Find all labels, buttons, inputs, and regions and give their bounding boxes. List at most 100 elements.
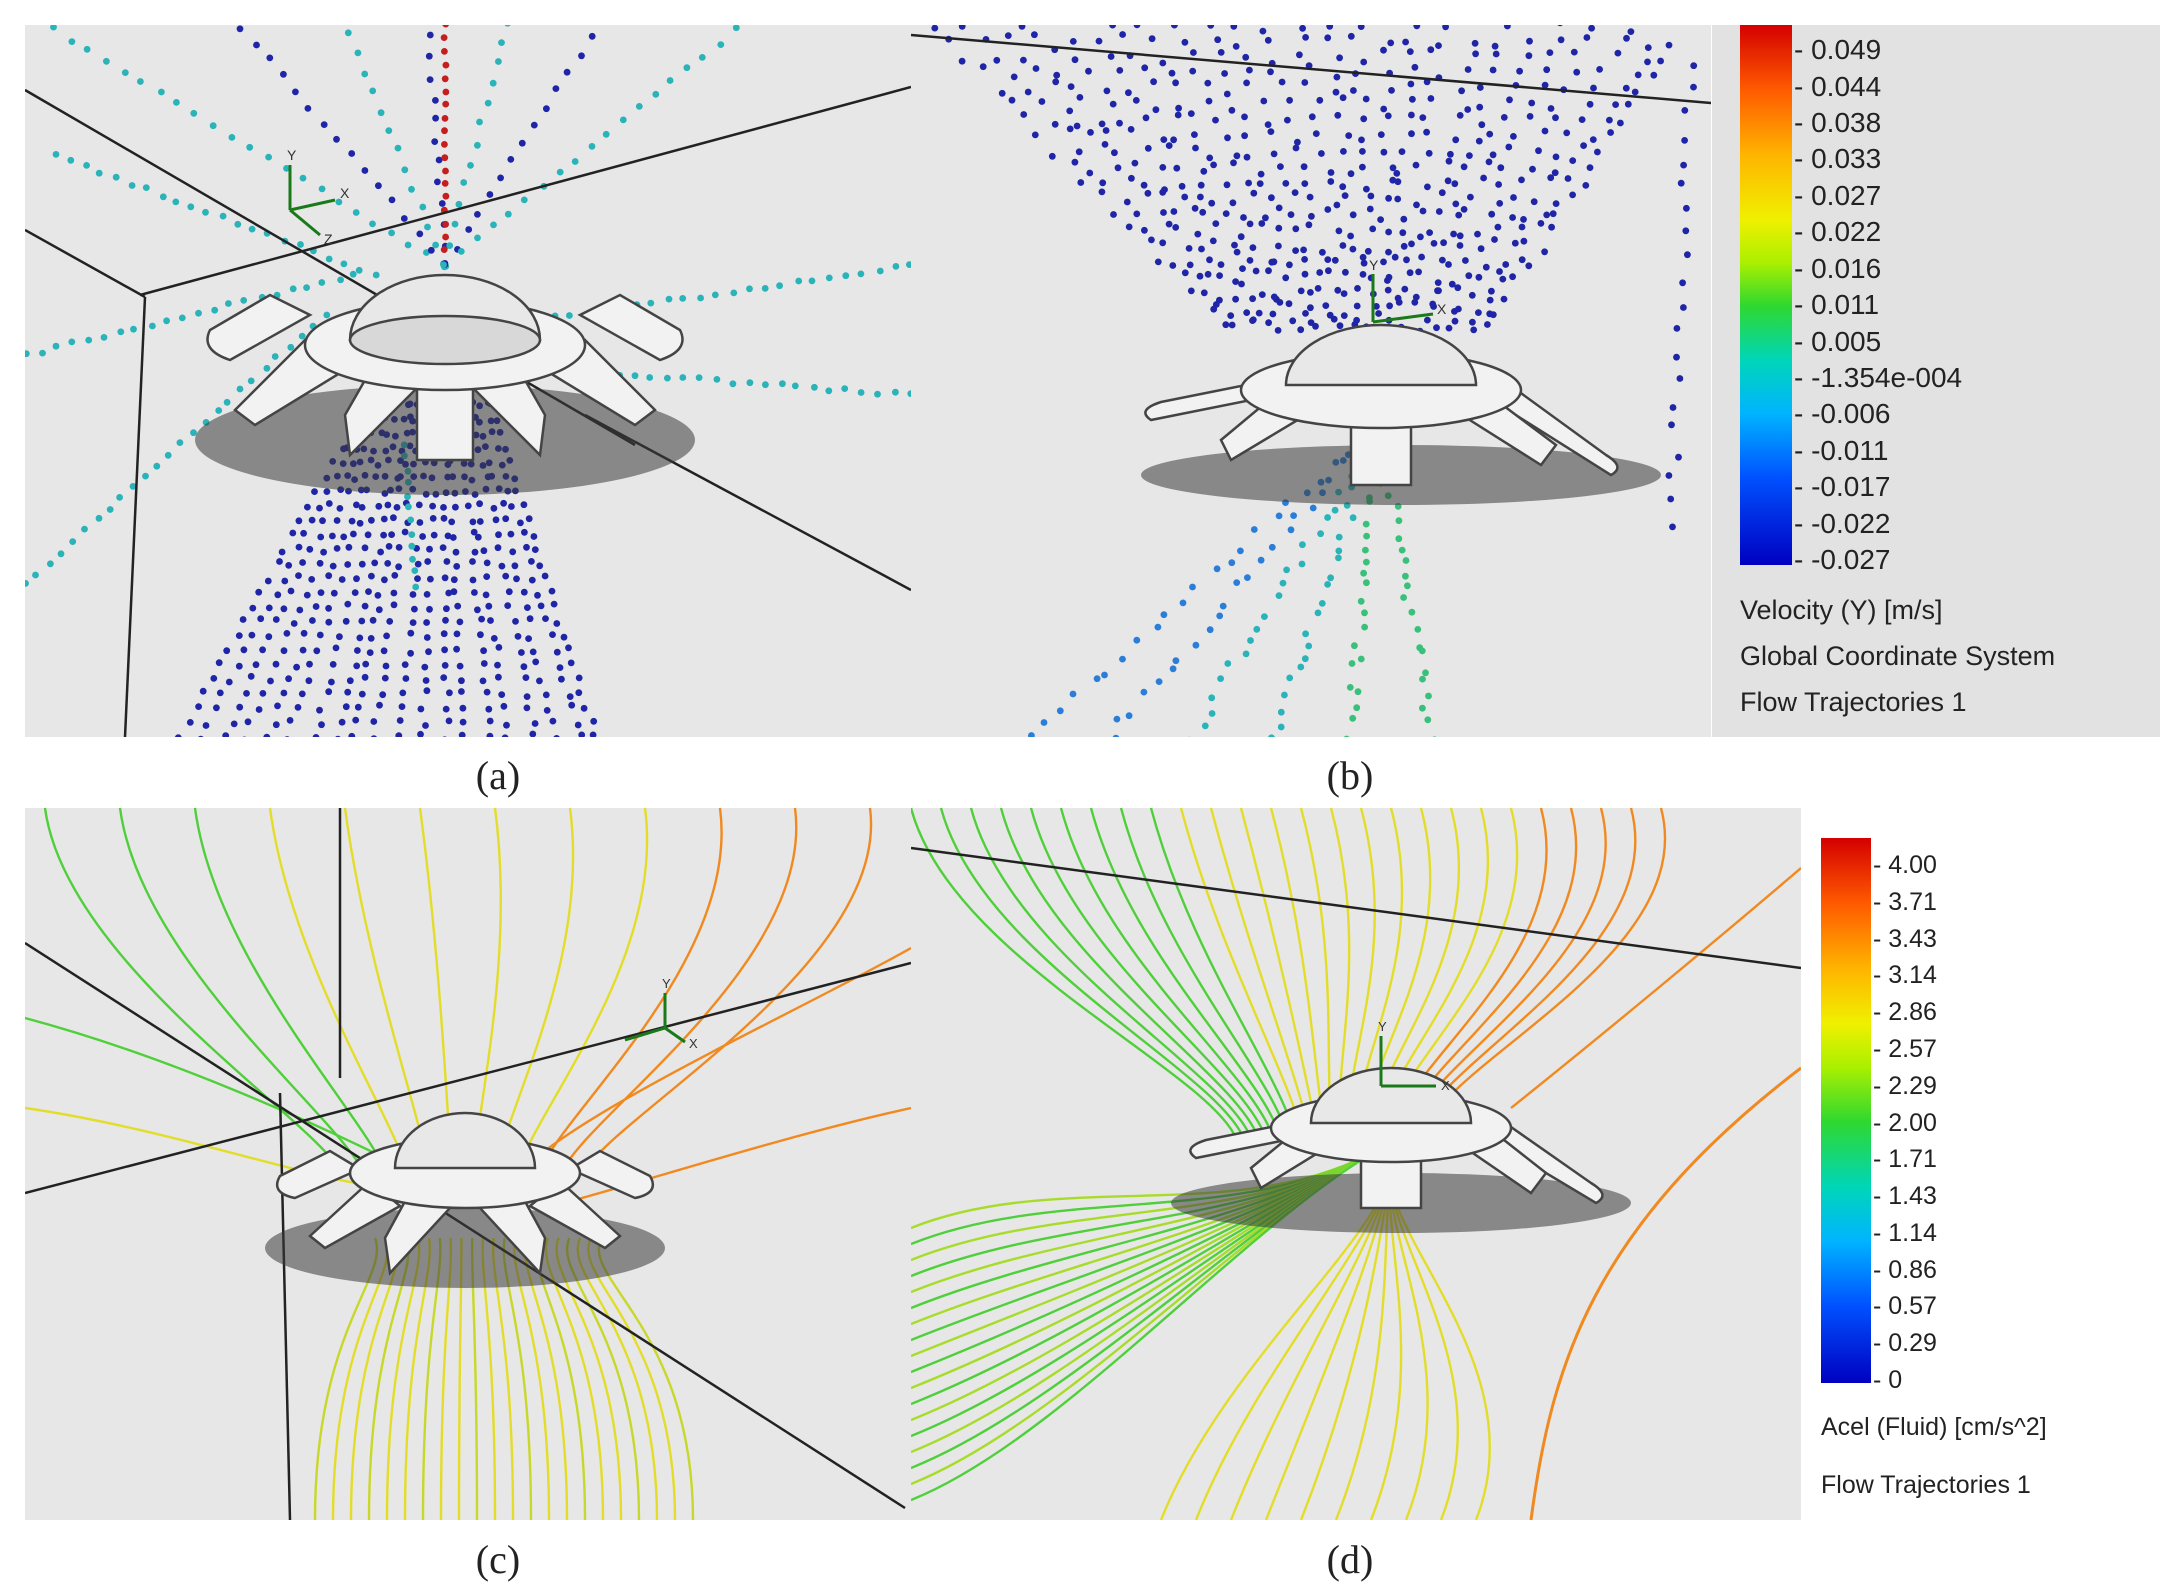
trajectory-dot (1411, 63, 1419, 71)
trajectory-dot (474, 141, 481, 149)
trajectory-dot (1206, 154, 1214, 162)
trajectory-dot (1335, 227, 1343, 235)
trajectory-dot (589, 731, 597, 737)
trajectory-dot (199, 687, 207, 695)
trajectory-dot (388, 229, 395, 237)
axis-triad-d: Y X (1378, 1019, 1450, 1093)
trajectory-dot (298, 690, 306, 698)
trajectory-dot (395, 732, 403, 737)
legend-velocity-coordsys: Global Coordinate System (1740, 641, 2056, 671)
trajectory-dot (1119, 31, 1126, 38)
trajectory-dot (1359, 148, 1366, 155)
trajectory-dot (1548, 223, 1555, 231)
trajectory-dot (713, 376, 721, 383)
trajectory-dot (335, 198, 343, 206)
trajectory-dot (284, 736, 290, 737)
trajectory-dot (1242, 650, 1250, 658)
trajectory-dot (1357, 25, 1365, 30)
trajectory-dot (431, 138, 439, 145)
trajectory-dot (336, 633, 343, 641)
trajectory-dot (1031, 31, 1038, 39)
trajectory-dot (1439, 256, 1446, 264)
trajectory-dot (841, 385, 849, 392)
trajectory-dot (1275, 512, 1283, 520)
trajectory-dot (369, 220, 376, 228)
trajectory-dot (372, 271, 380, 279)
trajectory-dot (422, 722, 429, 729)
trajectory-dot (1331, 256, 1339, 264)
trajectory-dot (1101, 671, 1108, 679)
trajectory-dot (1259, 27, 1267, 35)
trajectory-dot (1424, 183, 1431, 191)
trajectory-dot (1402, 557, 1410, 564)
trajectory-dot (553, 648, 561, 656)
trajectory-dot (377, 548, 384, 556)
trajectory-dot (1607, 129, 1614, 136)
trajectory-dot (1353, 704, 1361, 712)
trajectory-dot (746, 379, 754, 387)
trajectory-dot (381, 576, 388, 584)
trajectory-dot (367, 635, 375, 642)
trajectory-dot (534, 591, 541, 599)
trajectory-dot (1525, 52, 1533, 60)
trajectory-dot (401, 528, 409, 536)
trajectory-dot (318, 279, 326, 286)
trajectory-dot (683, 64, 691, 72)
trajectory-dot (512, 618, 519, 625)
trajectory-line (43, 808, 340, 1169)
trajectory-line (540, 808, 723, 1169)
trajectory-dot (1103, 87, 1111, 95)
trajectory-dot (1198, 245, 1205, 253)
axis-triad-c: Y X (624, 976, 698, 1051)
trajectory-dot (1216, 612, 1224, 620)
trajectory-dot (375, 502, 383, 510)
trajectory-dot (1500, 295, 1508, 303)
trajectory-dot (283, 165, 290, 172)
trajectory-dot (375, 182, 382, 190)
trajectory-dot (1438, 189, 1446, 197)
trajectory-dot (1435, 42, 1442, 49)
trajectory-dot (1189, 583, 1196, 591)
trajectory-dot (409, 619, 417, 626)
trajectory-dot (1077, 179, 1085, 186)
trajectory-dot (1116, 119, 1123, 127)
trajectory-dot (1319, 248, 1326, 256)
trajectory-dot (1375, 310, 1382, 317)
trajectory-dot (173, 99, 180, 106)
trajectory-dot (1206, 626, 1214, 634)
trajectory-dot (474, 211, 481, 218)
trajectory-dot (808, 277, 816, 285)
trajectory-dot (276, 558, 283, 565)
trajectory-dot (455, 200, 463, 208)
trajectory-dot (190, 429, 197, 437)
trajectory-dot (1520, 216, 1527, 223)
trajectory-dot (456, 662, 464, 670)
trajectory-dot (1284, 116, 1291, 124)
trajectory-dot (1289, 317, 1297, 325)
trajectory-dot (1257, 556, 1265, 564)
trajectory-dot (450, 576, 458, 584)
trajectory-dot (130, 325, 137, 333)
trajectory-dot (440, 630, 448, 638)
trajectory-dot (195, 703, 203, 710)
trajectory-dot (1243, 309, 1251, 316)
trajectory-dot (1278, 78, 1286, 86)
trajectory-dot (1286, 261, 1293, 269)
trajectory-dot (1359, 271, 1367, 278)
trajectory-dot (1412, 161, 1420, 169)
trajectory-dot (1287, 211, 1295, 219)
trajectory-dot (178, 314, 186, 322)
trajectory-dot (1425, 149, 1433, 157)
trajectory-dot (536, 677, 543, 685)
trajectory-dot (1231, 241, 1238, 249)
trajectory-dot (1249, 244, 1257, 252)
trajectory-dot (1345, 132, 1353, 139)
trajectory-dot (1132, 97, 1140, 104)
trajectory-dot (1505, 143, 1513, 151)
trajectory-dot (1665, 41, 1673, 49)
trajectory-dot (483, 573, 491, 580)
trajectory-dot (1395, 535, 1403, 543)
trajectory-dot (1506, 96, 1513, 104)
trajectory-dot (1085, 67, 1092, 75)
trajectory-dot (354, 49, 362, 57)
